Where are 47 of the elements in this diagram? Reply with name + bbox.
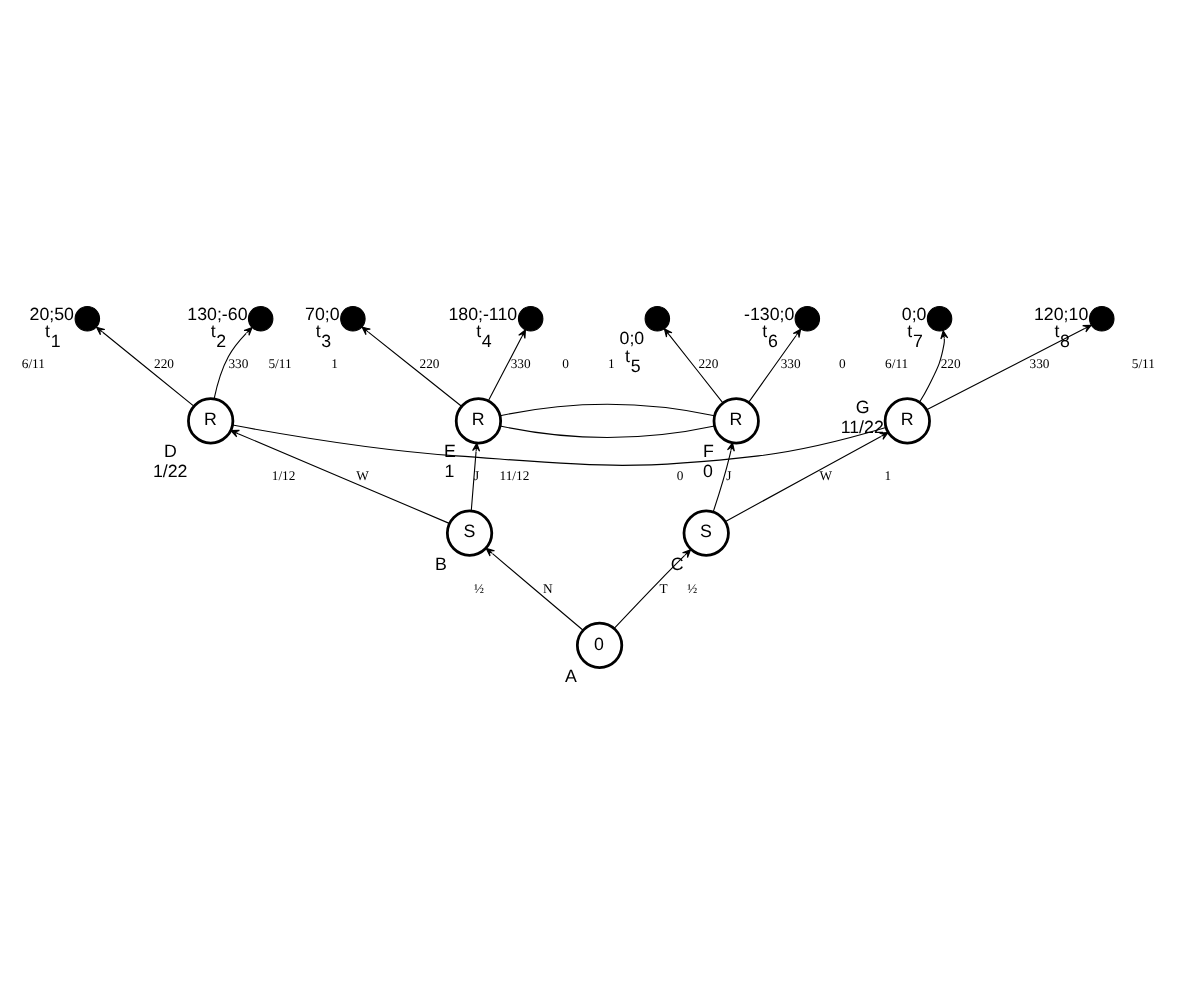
node-label: G [855,396,870,417]
node-label: 20;50 [29,303,74,324]
node-label: 0;0 [619,328,645,348]
node-circle [74,305,101,332]
arrow [470,442,481,512]
node-label: 1 [444,461,455,482]
connector [499,425,716,439]
node-label: 70;0 [305,303,340,324]
arrow [918,330,949,403]
node-circle [1089,305,1115,332]
arrow [361,326,463,407]
arrow [230,429,450,524]
arrow [213,326,253,400]
arrow [712,442,735,513]
node-circle: R [883,397,931,445]
arrow [613,549,692,630]
node-label: F [702,441,714,462]
node-label: A [565,665,577,686]
node-label: 130;-60 [187,303,248,324]
arrow [724,431,889,522]
connector [232,424,887,466]
node-circle [340,305,366,332]
node-label: 11/22 [840,416,884,437]
arrow [663,328,724,404]
node-label: -130;0 [744,303,795,324]
node-circle [794,305,821,332]
node-label: 120;10 [1034,303,1089,324]
node-circle: R [454,397,503,445]
node-label: 1/22 [152,461,188,482]
connector [499,403,716,417]
node-label: 0;0 [901,303,927,324]
node-label: B [435,553,447,574]
node-circle: R [187,397,235,445]
node-circle: R [712,397,760,445]
node-label: 180;-110 [448,303,518,324]
node-circle [644,305,671,332]
arrow [926,324,1092,411]
arrow [485,547,584,631]
node-label: D [164,441,177,462]
node-label: 0 [702,461,713,482]
arrow [487,329,526,402]
node-circle [517,305,544,332]
node-circle: 0 [575,621,624,669]
arrow [96,326,195,407]
arrow [748,328,802,403]
node-circle [247,305,274,332]
node-circle [926,305,953,332]
